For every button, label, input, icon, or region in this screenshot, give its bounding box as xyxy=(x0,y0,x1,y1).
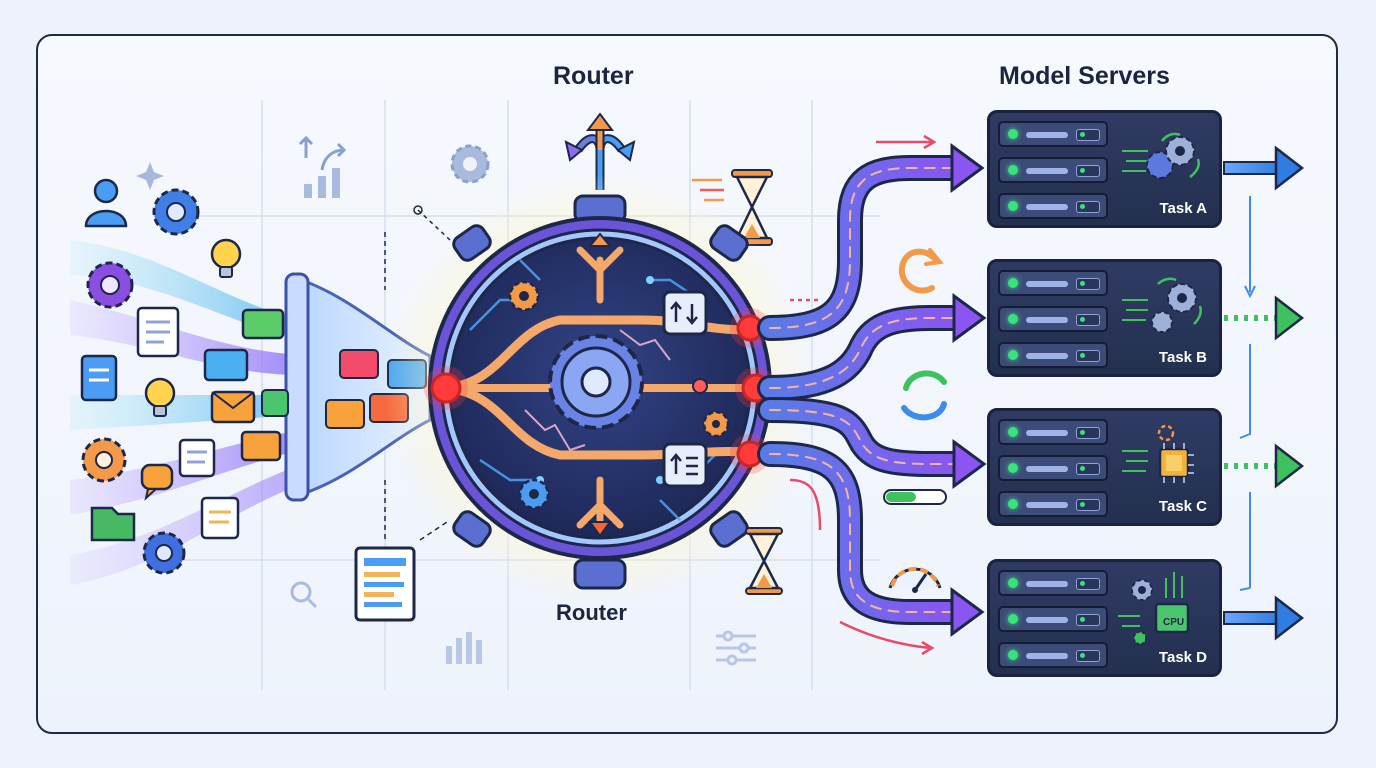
gauge-icon xyxy=(888,566,942,593)
chat-icon xyxy=(140,463,174,501)
status-led xyxy=(1008,165,1018,175)
status-led xyxy=(1008,427,1018,437)
task-label: Task D xyxy=(1158,649,1207,666)
connector-line xyxy=(417,209,451,241)
refresh-icon xyxy=(898,248,947,421)
server-slot xyxy=(998,570,1108,596)
status-led xyxy=(1008,314,1018,324)
gear-icon xyxy=(1122,132,1200,179)
server-slot xyxy=(998,606,1108,632)
status-led xyxy=(1008,350,1018,360)
model-server-c: Task C xyxy=(987,408,1222,526)
split-arrow-icon xyxy=(564,112,636,190)
gear-icon xyxy=(1122,277,1202,333)
router-title: Router xyxy=(553,62,634,90)
status-led xyxy=(1008,463,1018,473)
server-slot xyxy=(998,455,1108,481)
model-servers-title: Model Servers xyxy=(999,62,1170,90)
lightbulb-icon xyxy=(144,238,242,417)
cpu-icon xyxy=(1118,572,1190,645)
cpu-icon xyxy=(1122,424,1194,483)
server-slot xyxy=(998,306,1108,332)
email-icon xyxy=(203,308,289,462)
sliders-icon xyxy=(716,630,756,666)
server-slot xyxy=(998,193,1108,219)
path-arrowheads xyxy=(950,143,987,637)
gear-icon xyxy=(450,144,490,184)
server-slot xyxy=(998,491,1108,517)
folder-icon xyxy=(90,506,136,542)
sparkle-icon xyxy=(136,162,164,190)
status-led xyxy=(1008,614,1018,624)
chart-icon xyxy=(446,632,482,664)
model-server-b: Task B xyxy=(987,259,1222,377)
status-led xyxy=(1008,650,1018,660)
server-output-arrows xyxy=(1223,145,1305,641)
report-document-icon xyxy=(354,480,451,622)
router-hub xyxy=(424,194,777,590)
server-slot xyxy=(998,642,1108,668)
gear-icon xyxy=(81,188,200,575)
server-slot xyxy=(998,157,1108,183)
server-slot xyxy=(998,419,1108,445)
status-led xyxy=(1008,201,1018,211)
status-led xyxy=(1008,278,1018,288)
connector-node xyxy=(413,205,423,215)
cpu-chip-label: CPU xyxy=(1163,617,1185,628)
model-server-a: Task A xyxy=(987,110,1222,228)
router-caption: Router xyxy=(556,600,627,625)
progress-indicator xyxy=(883,489,947,505)
server-slot xyxy=(998,342,1108,368)
status-led xyxy=(1008,129,1018,139)
user-icon xyxy=(84,178,128,228)
server-slot xyxy=(998,270,1108,296)
task-label: Task A xyxy=(1159,200,1207,217)
model-server-d: CPU Task D xyxy=(987,559,1222,677)
sort-icon xyxy=(298,135,347,198)
task-label: Task C xyxy=(1158,498,1207,515)
router-to-server-paths xyxy=(757,155,975,625)
document-icon xyxy=(80,306,240,540)
status-led xyxy=(1008,578,1018,588)
status-led xyxy=(1008,499,1018,509)
signal-arrows xyxy=(789,134,937,656)
search-icon xyxy=(290,581,318,609)
task-label: Task B xyxy=(1158,349,1207,366)
hourglass-icon xyxy=(745,527,783,595)
server-slot xyxy=(998,121,1108,147)
